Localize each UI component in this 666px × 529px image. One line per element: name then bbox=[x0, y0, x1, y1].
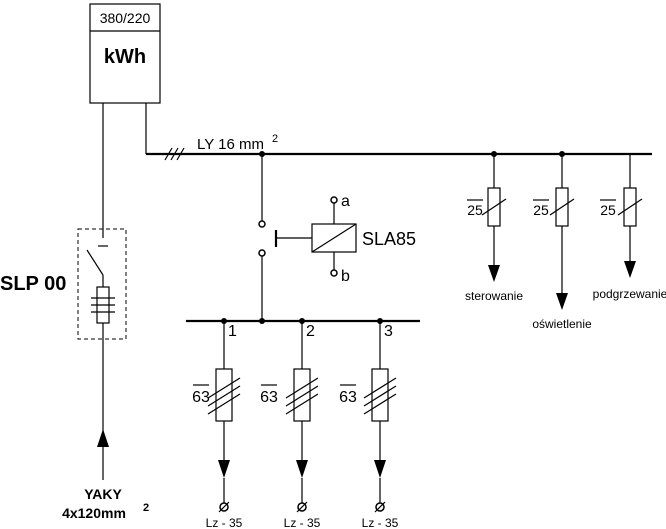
supply-cable-label: YAKY 4x120mm 2 bbox=[62, 486, 149, 521]
incoming-switch-label: SLP 00 bbox=[0, 273, 66, 295]
outgoing-circuit-1: 1 63 Lz - 35 bbox=[192, 318, 243, 529]
main-bus-label-exp: 2 bbox=[272, 133, 278, 145]
control-circuit-2: 25 oświetlenie bbox=[532, 154, 592, 331]
control-circuit-rating: 25 bbox=[600, 202, 616, 218]
circuit-cable: Lz - 35 bbox=[206, 516, 243, 529]
circuit-cable: Lz - 35 bbox=[362, 516, 399, 529]
supply-cable-type: YAKY bbox=[84, 486, 122, 502]
control-circuit-name: oświetlenie bbox=[532, 317, 592, 331]
outgoing-circuit-3: 3 63 Lz - 35 bbox=[339, 318, 399, 529]
supply-cable-section-exp: 2 bbox=[143, 502, 149, 514]
circuit-number: 3 bbox=[384, 323, 393, 340]
control-circuit-name: podgrzewanie bbox=[593, 287, 666, 301]
circuit-rating: 63 bbox=[260, 389, 278, 406]
control-circuit-name: sterowanie bbox=[465, 289, 523, 303]
control-circuit-rating: 25 bbox=[467, 202, 483, 218]
energy-meter: 380/220 kWh bbox=[89, 3, 161, 104]
contactor-terminal-b: b bbox=[341, 268, 350, 285]
circuit-rating: 63 bbox=[339, 389, 357, 406]
contactor-label: SLA85 bbox=[362, 229, 416, 249]
circuit-rating: 63 bbox=[192, 389, 210, 406]
meter-voltage: 380/220 bbox=[100, 10, 151, 26]
circuit-number: 1 bbox=[228, 323, 237, 340]
main-bus: LY 16 mm 2 bbox=[145, 103, 652, 161]
circuit-number: 2 bbox=[306, 323, 315, 340]
incoming-feed: SLP 00 bbox=[0, 103, 127, 480]
contactor-branch: a b SLA85 bbox=[258, 154, 416, 321]
circuit-cable: Lz - 35 bbox=[284, 516, 321, 529]
supply-cable-section: 4x120mm bbox=[62, 505, 126, 521]
main-bus-label: LY 16 mm bbox=[197, 136, 264, 153]
meter-unit: kWh bbox=[104, 46, 146, 68]
control-circuit-3: 25 podgrzewanie bbox=[593, 154, 666, 301]
control-circuit-rating: 25 bbox=[533, 202, 549, 218]
outgoing-circuit-2: 2 63 Lz - 35 bbox=[260, 318, 321, 529]
contactor-terminal-a: a bbox=[341, 193, 350, 210]
control-circuit-1: 25 sterowanie bbox=[465, 154, 523, 303]
